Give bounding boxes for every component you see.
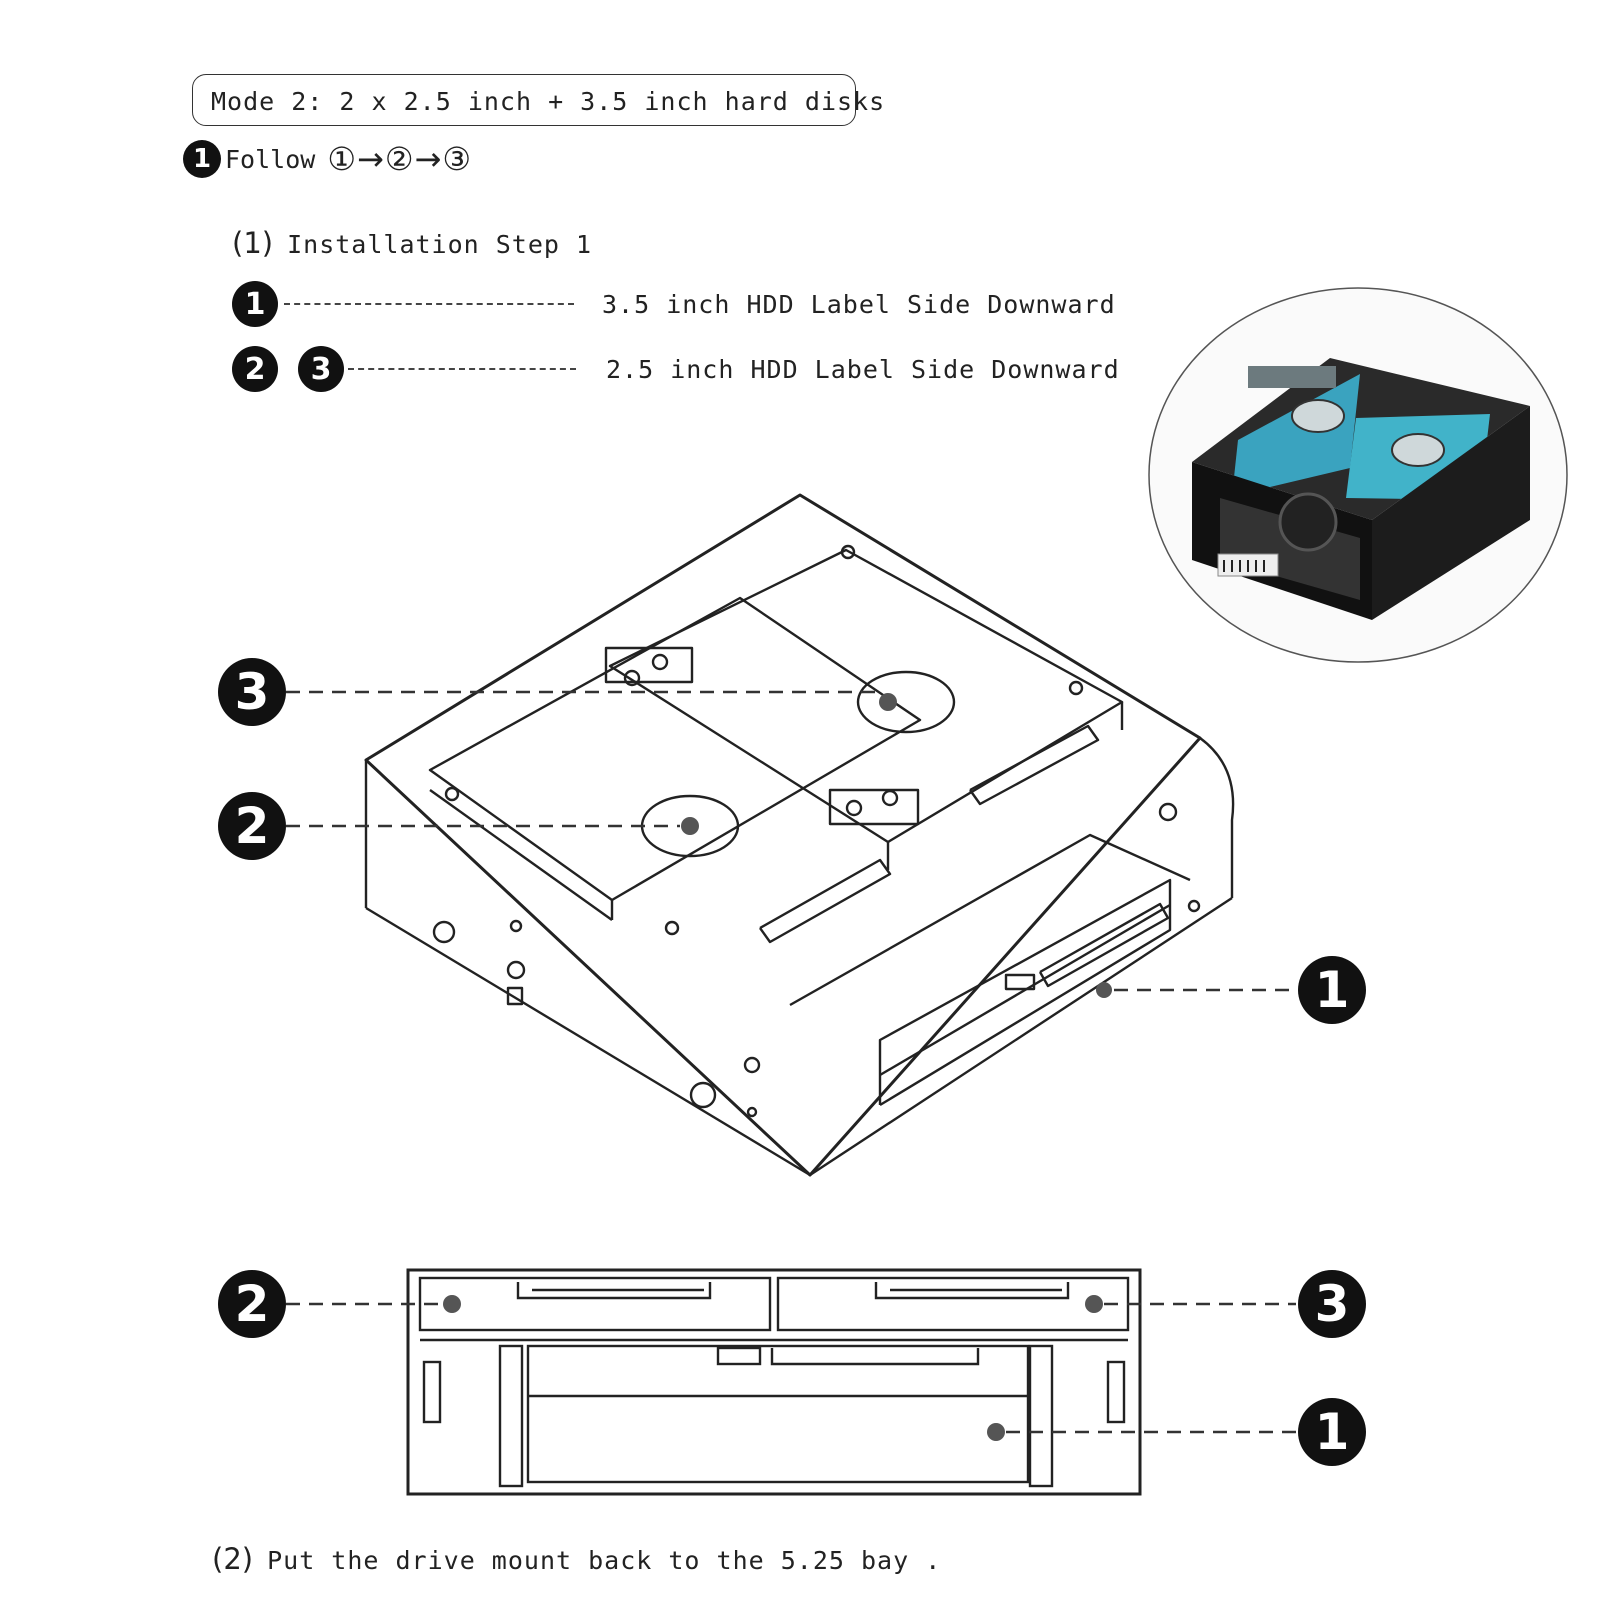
- mode-title: Mode 2: 2 x 2.5 inch + 3.5 inch hard dis…: [211, 87, 886, 116]
- isometric-drive-bay-drawing: [364, 493, 1235, 1177]
- legend-badge-1: 1: [232, 281, 278, 327]
- callout-2-iso: 2: [218, 792, 286, 860]
- callout-3-front: 3: [1298, 1270, 1366, 1338]
- step2-text: Put the drive mount back to the 5.25 bay…: [267, 1546, 942, 1575]
- mode-title-box: Mode 2: 2 x 2.5 inch + 3.5 inch hard dis…: [192, 74, 884, 126]
- legend-badge-3: 3: [298, 346, 344, 392]
- callout-1-iso: 1: [1298, 956, 1366, 1024]
- callout-leader-lines: [286, 690, 1296, 1434]
- callout-2-front: 2: [218, 1270, 286, 1338]
- legend-leader-line: [348, 368, 576, 370]
- front-view-drive-bay-drawing: [406, 1268, 1142, 1496]
- step1-number: (1): [232, 226, 274, 260]
- legend-row-25: 2 3 2.5 inch HDD Label Side Downward: [232, 346, 1120, 392]
- step1-title: Installation Step 1: [287, 230, 593, 259]
- legend-row-35: 1 3.5 inch HDD Label Side Downward: [232, 281, 1116, 327]
- follow-label: Follow: [225, 144, 316, 174]
- product-photo-inset: [1148, 287, 1568, 663]
- step2-heading: (2) Put the drive mount back to the 5.25…: [212, 1542, 941, 1576]
- legend-text-25: 2.5 inch HDD Label Side Downward: [606, 354, 1120, 384]
- step1-heading: (1) Installation Step 1: [232, 226, 592, 260]
- legend-badge-2: 2: [232, 346, 278, 392]
- follow-instruction: 1 Follow ①→②→③: [183, 139, 472, 179]
- callout-1-front: 1: [1298, 1398, 1366, 1466]
- legend-leader-line: [284, 303, 574, 305]
- step2-number: (2): [212, 1542, 254, 1576]
- callout-3-iso: 3: [218, 658, 286, 726]
- follow-sequence: ①→②→③: [327, 140, 472, 178]
- legend-text-35: 3.5 inch HDD Label Side Downward: [602, 289, 1116, 319]
- follow-badge: 1: [183, 140, 221, 178]
